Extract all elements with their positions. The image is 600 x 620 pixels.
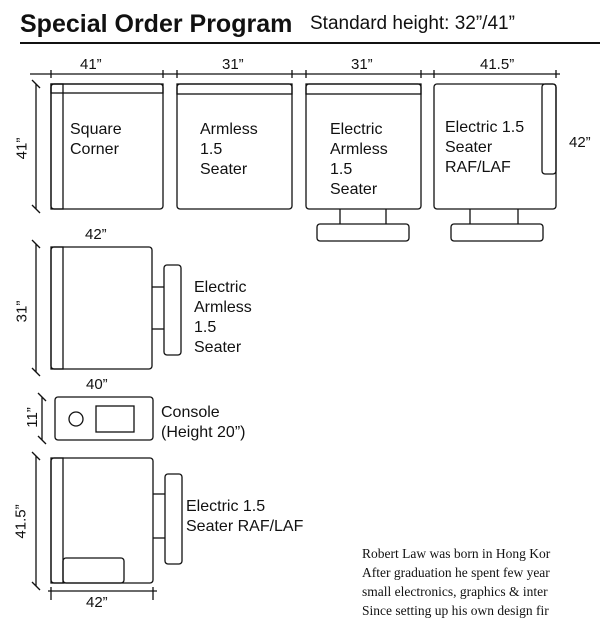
electric-seater-raf-laf-outline: [433, 83, 557, 242]
electric-armless-side-label: Electric Armless 1.5 Seater: [194, 279, 252, 356]
electric-seater-width: 41.5”: [480, 56, 515, 73]
designer-bio: Robert Law was born in Hong Kor After gr…: [362, 546, 551, 618]
electric-seater-side-label: Electric 1.5 Seater RAF/LAF: [186, 498, 304, 535]
electric-armless-side-depth: 31”: [13, 300, 31, 323]
square-corner-depth: 41”: [13, 137, 31, 160]
electric-seater-side-outline: [31, 451, 183, 600]
armless-seater-label: Armless 1.5 Seater: [200, 121, 258, 178]
electric-armless-side-outline: [31, 239, 182, 377]
header-rule: [20, 42, 600, 44]
page-title: Special Order Program: [20, 10, 293, 38]
console-depth: 11”: [23, 407, 41, 428]
armless-seater-width: 31”: [222, 56, 244, 73]
electric-seater-label: Electric 1.5 Seater RAF/LAF: [445, 119, 525, 176]
console-width: 40”: [86, 376, 108, 393]
standard-height-note: Standard height: 32”/41”: [310, 13, 515, 34]
electric-armless-seater-outline: [305, 83, 422, 242]
square-corner-outline: [31, 79, 164, 214]
armless-seater-outline: [176, 83, 293, 210]
width-dimension-line: [30, 70, 560, 78]
electric-armless-side-width: 42”: [85, 226, 107, 243]
electric-seater-side-width: 42”: [86, 594, 108, 611]
electric-seater-depth: 42”: [569, 134, 591, 151]
console-label: Console (Height 20”): [161, 404, 246, 441]
square-corner-width: 41”: [80, 56, 102, 73]
electric-armless-width: 31”: [351, 56, 373, 73]
console-outline: [37, 392, 154, 445]
square-corner-label: Square Corner: [70, 121, 122, 158]
electric-seater-side-depth: 41.5”: [12, 504, 30, 539]
electric-armless-label: Electric Armless 1.5 Seater: [330, 121, 388, 198]
